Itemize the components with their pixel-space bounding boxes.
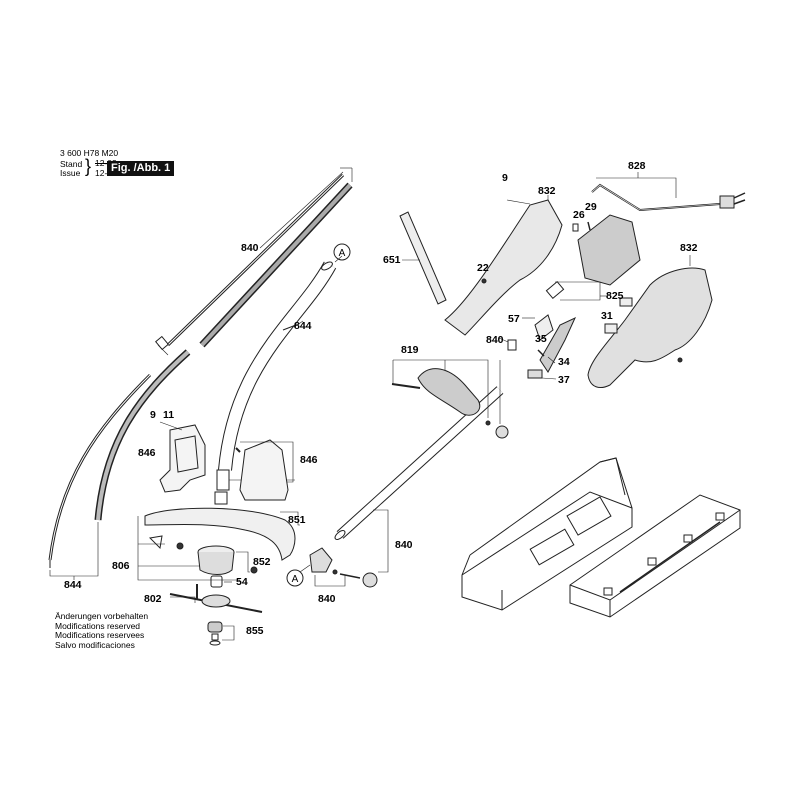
- label-29: 29: [585, 201, 597, 213]
- label-844-top: 844: [294, 320, 312, 332]
- part-819-handle: [391, 359, 509, 439]
- part-851-guard: [144, 507, 300, 561]
- label-34: 34: [558, 356, 570, 368]
- part-840-sheath: [199, 182, 353, 348]
- packaging-box-lid: [569, 494, 741, 618]
- part-846-left-housing: [159, 421, 206, 493]
- label-37: 37: [558, 374, 570, 386]
- part-840-drive-shaft: [166, 173, 345, 347]
- brace-symbol: }: [85, 156, 92, 176]
- label-846-left: 846: [138, 447, 156, 459]
- label-832-top: 832: [538, 185, 556, 197]
- part-number: 3 600 H78 M20: [60, 148, 119, 158]
- label-57: 57: [508, 313, 520, 325]
- label-819: 819: [401, 344, 419, 356]
- part-846-right-housing: [235, 439, 294, 501]
- part-828-cable: [591, 172, 746, 212]
- part-54: [210, 575, 223, 588]
- part-31-a: [619, 297, 633, 307]
- part-825-motor: [555, 214, 641, 301]
- part-34-trigger: [527, 316, 577, 380]
- issue-label: Issue: [60, 168, 81, 178]
- part-806-clip: [148, 535, 163, 550]
- label-840-mid: 840: [395, 539, 413, 551]
- callout-a-bottom-letter: A: [292, 574, 299, 585]
- part-832-right-housing: [587, 255, 713, 388]
- callout-a-top: [333, 243, 351, 261]
- label-22: 22: [477, 262, 489, 274]
- label-802: 802: [144, 593, 162, 605]
- label-828: 828: [628, 160, 646, 172]
- part-31-b: [604, 323, 618, 334]
- label-846-right: 846: [300, 454, 318, 466]
- label-31: 31: [601, 310, 613, 322]
- label-651: 651: [383, 254, 401, 266]
- part-57: [534, 314, 554, 341]
- part-832-left-housing: [444, 195, 563, 336]
- part-29: [587, 221, 591, 231]
- figure-badge: Fig. /Abb. 1: [107, 161, 175, 176]
- label-852: 852: [253, 556, 271, 568]
- stand-value: 12-03: [95, 158, 117, 168]
- label-832-right: 832: [680, 242, 698, 254]
- label-11: 11: [163, 409, 175, 421]
- label-851: 851: [288, 514, 306, 526]
- modification-notes: Änderungen vorbehalten Modifications res…: [55, 611, 149, 650]
- part-855-knob: [207, 621, 235, 646]
- callout-a-top-letter: A: [339, 248, 346, 259]
- label-9-top: 9: [502, 172, 508, 184]
- part-844-curved-shafts: [48, 349, 191, 580]
- label-9-left: 9: [150, 409, 156, 421]
- note-es: Salvo modificaciones: [55, 639, 135, 650]
- label-26: 26: [573, 209, 585, 221]
- label-855: 855: [246, 625, 264, 637]
- note-fr: Modifications reservees: [55, 630, 145, 640]
- part-26: [572, 223, 579, 232]
- label-825: 825: [606, 290, 624, 302]
- label-844-bottom: 844: [64, 579, 82, 591]
- label-840-top: 840: [241, 242, 259, 254]
- part-840-clamp: [309, 547, 378, 588]
- callout-a-bottom: [286, 569, 304, 587]
- part-651-tube: [399, 211, 447, 305]
- note-en: Modifications reserved: [55, 620, 141, 631]
- part-844-bent-tube: [218, 255, 343, 471]
- part-840-spring: [507, 339, 517, 351]
- note-de: Änderungen vorbehalten: [55, 611, 149, 621]
- part-852-spool-housing: [176, 542, 258, 575]
- part-802-spool: [169, 584, 263, 613]
- label-806: 806: [112, 560, 130, 572]
- label-35: 35: [535, 333, 547, 345]
- stand-label: Stand: [60, 159, 83, 169]
- part-825-brush-holder: [545, 280, 565, 300]
- label-840-bottom: 840: [318, 593, 336, 605]
- label-54: 54: [236, 576, 248, 588]
- label-840-small: 840: [486, 334, 504, 346]
- packaging-box-open: [461, 457, 633, 611]
